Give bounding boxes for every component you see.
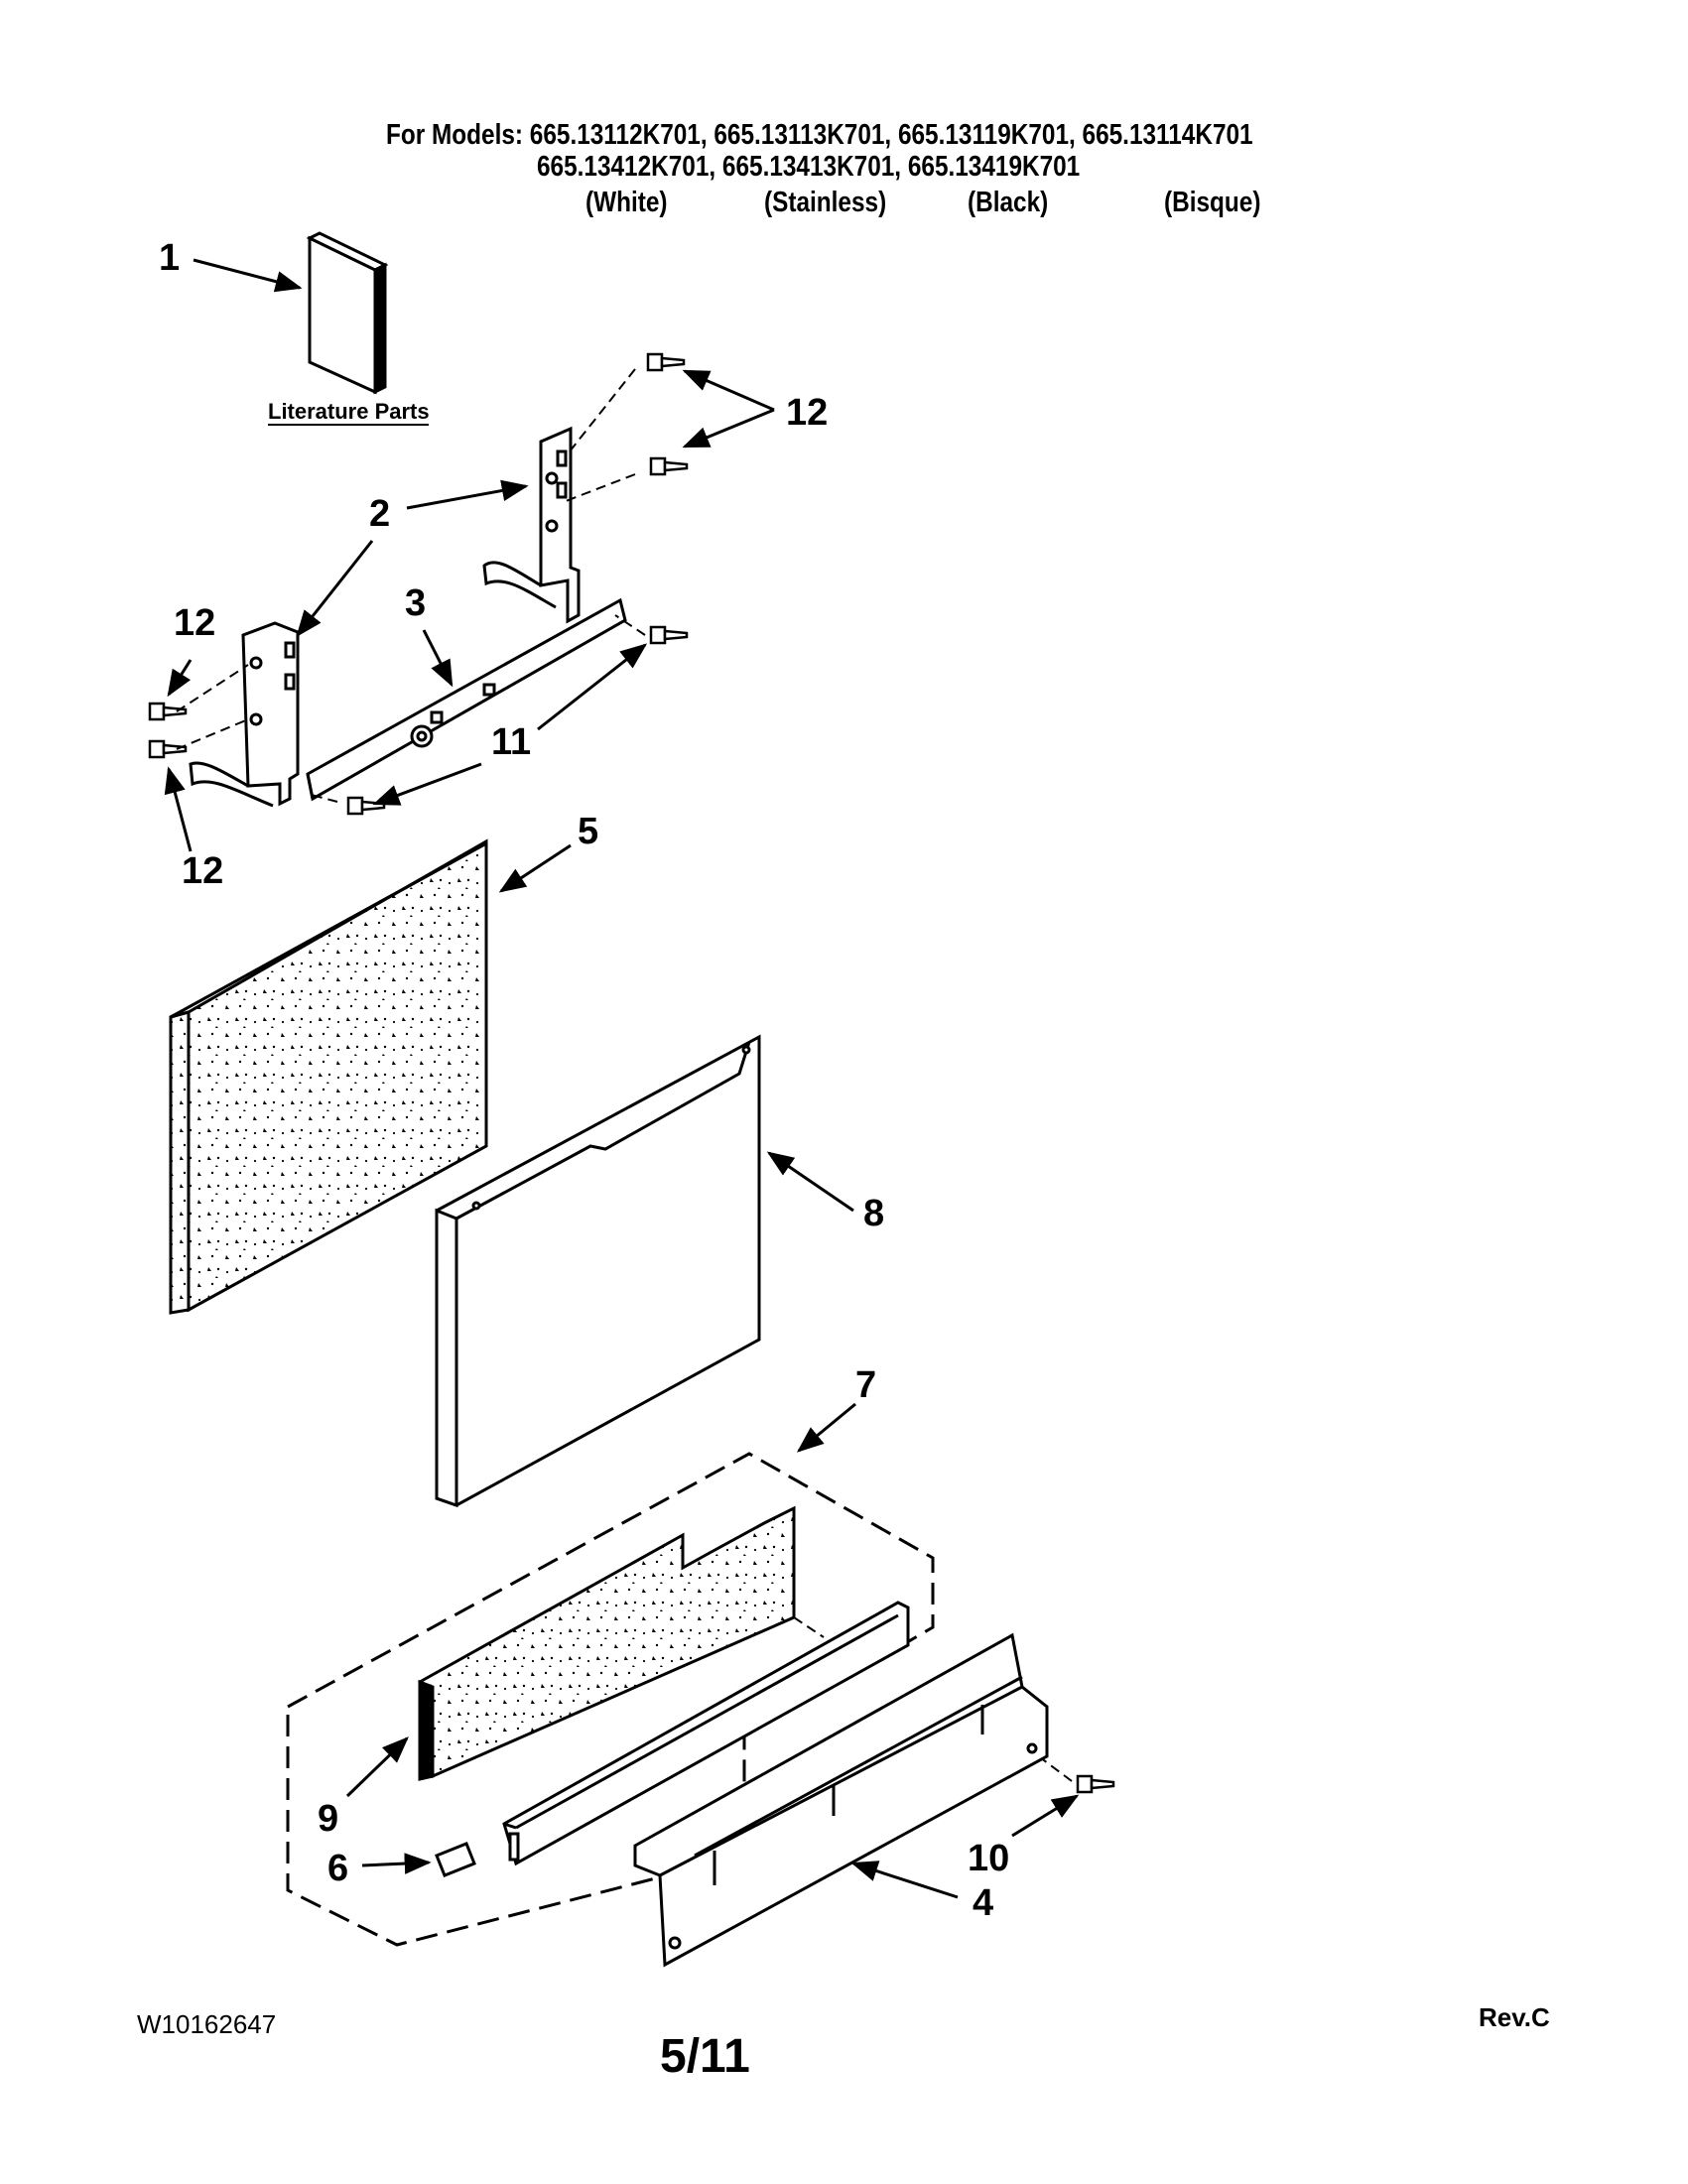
- revision: Rev.C: [1479, 2002, 1550, 2032]
- callout-2: 2: [369, 493, 390, 535]
- door-panel: [435, 1034, 761, 1508]
- callout-7: 7: [855, 1364, 876, 1406]
- callout-11-right: 11: [491, 721, 531, 763]
- color-black: (Black): [968, 187, 1049, 218]
- models-line-1: For Models: 665.13112K701, 665.13113K701…: [386, 119, 1253, 151]
- color-bisque: (Bisque): [1164, 187, 1261, 218]
- document-number: W10162647: [137, 2009, 277, 2039]
- toe-insulation-strip: [418, 1505, 825, 1781]
- callout-6: 6: [327, 1848, 348, 1889]
- clip: [435, 1842, 476, 1877]
- screws: [148, 352, 1115, 1794]
- side-bracket-left: [189, 621, 300, 808]
- literature-booklet: [306, 231, 389, 395]
- toe-panel: [502, 1601, 910, 1866]
- leader-lines: [164, 258, 1080, 1899]
- insulation-panel: [169, 838, 488, 1315]
- callout-5: 5: [578, 811, 598, 852]
- callout-12-left-bottom: 12: [182, 850, 223, 892]
- callout-1: 1: [159, 237, 180, 279]
- callout-4: 4: [973, 1882, 993, 1924]
- callout-3: 3: [405, 582, 426, 624]
- page-number: 5/11: [660, 2030, 750, 2083]
- models-line-2: 665.13412K701, 665.13413K701, 665.13419K…: [537, 151, 1081, 183]
- side-bracket-right: [482, 426, 581, 624]
- toe-kick-bracket: [633, 1632, 1049, 1968]
- callout-8: 8: [863, 1193, 884, 1234]
- callout-12-top: 12: [786, 392, 828, 434]
- literature-parts-label: Literature Parts: [268, 399, 430, 424]
- callout-12-left-top: 12: [174, 602, 215, 644]
- color-white: (White): [585, 187, 668, 218]
- cross-brace: [306, 597, 627, 802]
- color-stainless: (Stainless): [764, 187, 887, 218]
- callout-10: 10: [968, 1838, 1009, 1879]
- callout-9: 9: [318, 1798, 338, 1840]
